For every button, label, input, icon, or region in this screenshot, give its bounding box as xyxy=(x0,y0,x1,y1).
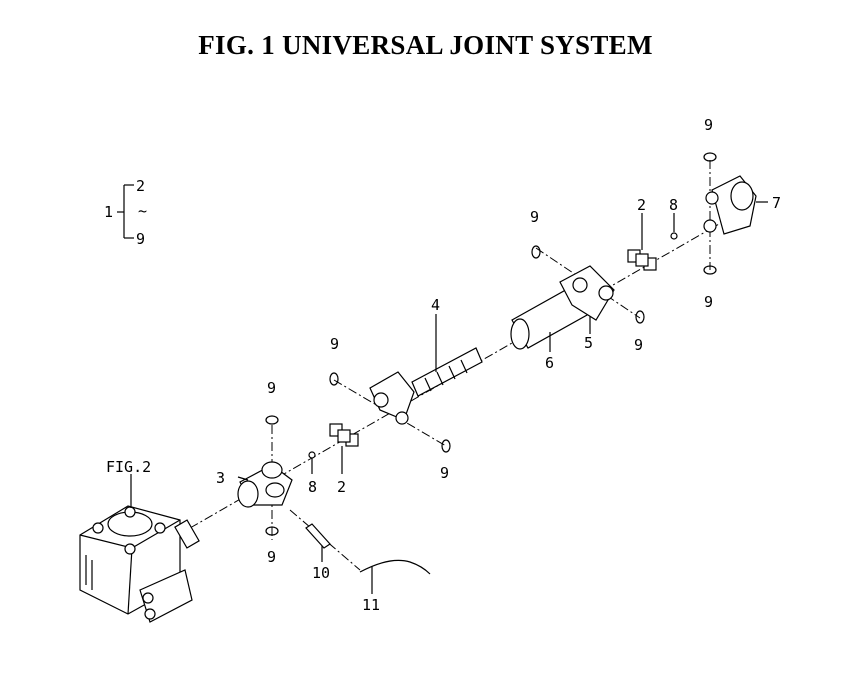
callout-9-tube-bottom: 9 xyxy=(634,336,643,354)
callout-5: 5 xyxy=(584,334,593,352)
inner-splined-shaft xyxy=(369,347,483,425)
leader-lines xyxy=(130,201,768,594)
figure-title: FIG. 1 UNIVERSAL JOINT SYSTEM xyxy=(198,30,653,60)
snap-rings xyxy=(265,152,717,536)
callout-8-rear: 8 xyxy=(669,196,678,214)
gearbox xyxy=(79,505,200,623)
callout-9-shaft-top: 9 xyxy=(330,335,339,353)
callout-9-rear-bottom: 9 xyxy=(704,293,713,311)
callout-labels: FIG.2 3 9 9 8 2 9 9 4 6 5 9 9 2 8 9 9 7 … xyxy=(106,116,781,614)
front-yoke xyxy=(237,461,293,508)
callout-11: 11 xyxy=(362,596,380,614)
callout-10: 10 xyxy=(312,564,330,582)
fig2-reference-label: FIG.2 xyxy=(106,458,151,476)
callout-9-front-top: 9 xyxy=(267,379,276,397)
callout-7: 7 xyxy=(772,194,781,212)
callout-4: 4 xyxy=(431,296,440,314)
callout-9-shaft-bottom: 9 xyxy=(440,464,449,482)
callout-6: 6 xyxy=(545,354,554,372)
rear-cross-spider xyxy=(627,249,657,271)
callout-2-rear: 2 xyxy=(637,196,646,214)
callout-9-front-bottom: 9 xyxy=(267,548,276,566)
grease-fittings xyxy=(308,232,678,459)
legend-range-tilde: ~ xyxy=(138,202,147,220)
callout-8-front: 8 xyxy=(308,478,317,496)
legend-range-end: 9 xyxy=(136,230,145,248)
callout-9-rear-top: 9 xyxy=(704,116,713,134)
assembly-legend: 1 2 ~ 9 xyxy=(104,177,147,248)
legend-range-start: 2 xyxy=(136,177,145,195)
callout-2-front: 2 xyxy=(337,478,346,496)
legend-assembly-number: 1 xyxy=(104,203,113,221)
callout-3: 3 xyxy=(216,469,225,487)
front-cross-spider xyxy=(329,423,359,447)
rear-yoke xyxy=(703,175,757,235)
pin-and-lever xyxy=(305,523,431,575)
outer-tube-shaft xyxy=(510,265,615,350)
callout-9-tube-top: 9 xyxy=(530,208,539,226)
